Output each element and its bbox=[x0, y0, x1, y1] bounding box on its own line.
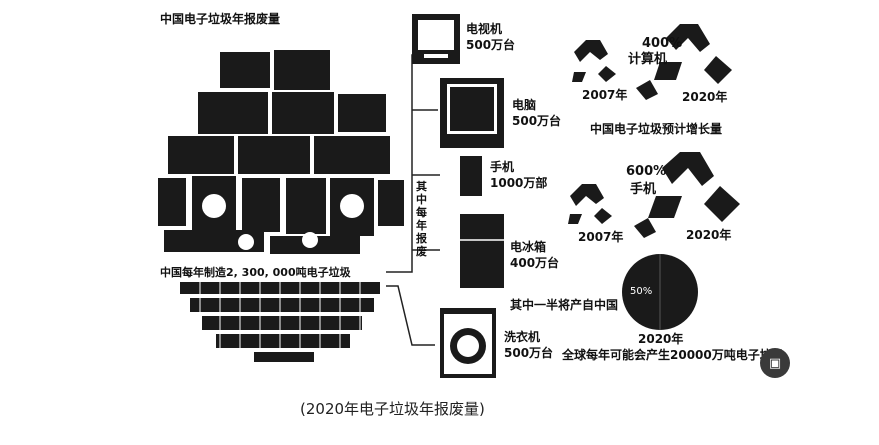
infographic: 中国电子垃圾年报废量 中国每年制造2, 300, 000吨电子垃圾 其中每年报废… bbox=[150, 0, 790, 390]
recycle-icon-small-2 bbox=[568, 184, 612, 224]
image-search-icon: ▣ bbox=[768, 355, 782, 371]
growth-computer-item: 计算机 bbox=[628, 52, 668, 67]
growth-computer-from: 2007年 bbox=[582, 88, 628, 102]
device-fridge-amount: 400万台 bbox=[510, 256, 560, 270]
growth-phone-to: 2020年 bbox=[686, 228, 732, 242]
half-china-label: 其中一半将产自中国 bbox=[510, 298, 619, 312]
growth-computer-to: 2020年 bbox=[682, 90, 728, 104]
total-label: 中国每年制造2, 300, 000吨电子垃圾 bbox=[160, 266, 351, 279]
device-computer-name: 电脑 bbox=[512, 98, 537, 112]
fridge-icon bbox=[460, 214, 504, 288]
device-fridge-name: 电冰箱 bbox=[510, 240, 547, 254]
image-search-button[interactable]: ▣ bbox=[760, 348, 790, 378]
device-phone-amount: 1000万部 bbox=[490, 176, 548, 190]
electronics-pile bbox=[158, 50, 404, 254]
pie-percent-label: 50% bbox=[630, 286, 653, 297]
figure-caption: (2020年电子垃圾年报废量) bbox=[300, 400, 485, 418]
computer-icon bbox=[440, 78, 504, 148]
pie-year-label: 2020年 bbox=[638, 332, 684, 346]
growth-title: 中国电子垃圾预计增长量 bbox=[590, 122, 723, 136]
device-tv-name: 电视机 bbox=[466, 22, 503, 36]
device-washer-amount: 500万台 bbox=[504, 346, 554, 360]
arrow-icon-1 bbox=[636, 80, 658, 100]
device-tv-amount: 500万台 bbox=[466, 38, 516, 52]
growth-phone-pct: 600% bbox=[626, 164, 667, 179]
arrow-icon-2 bbox=[634, 218, 656, 238]
device-phone-name: 手机 bbox=[490, 160, 515, 174]
tv-icon bbox=[412, 14, 460, 64]
device-computer-amount: 500万台 bbox=[512, 114, 562, 128]
recycle-icon-large-1 bbox=[654, 24, 732, 84]
recycle-icon-small-1 bbox=[572, 40, 616, 82]
device-washer-name: 洗衣机 bbox=[504, 330, 541, 344]
washing-machine-icon bbox=[440, 308, 496, 378]
growth-computer-pct: 400% bbox=[642, 36, 683, 51]
e-waste-illustration bbox=[158, 14, 740, 378]
main-title: 中国电子垃圾年报废量 bbox=[160, 12, 281, 26]
growth-phone-item: 手机 bbox=[630, 182, 657, 197]
phone-icon bbox=[460, 156, 482, 196]
global-label: 全球每年可能会产生20000万吨电子垃圾 bbox=[562, 348, 784, 362]
growth-phone-from: 2007年 bbox=[578, 230, 624, 244]
recycle-icon-large-2 bbox=[648, 152, 740, 222]
bracket-label: 其中每年报废 bbox=[416, 180, 427, 258]
lower-pile bbox=[180, 282, 380, 362]
